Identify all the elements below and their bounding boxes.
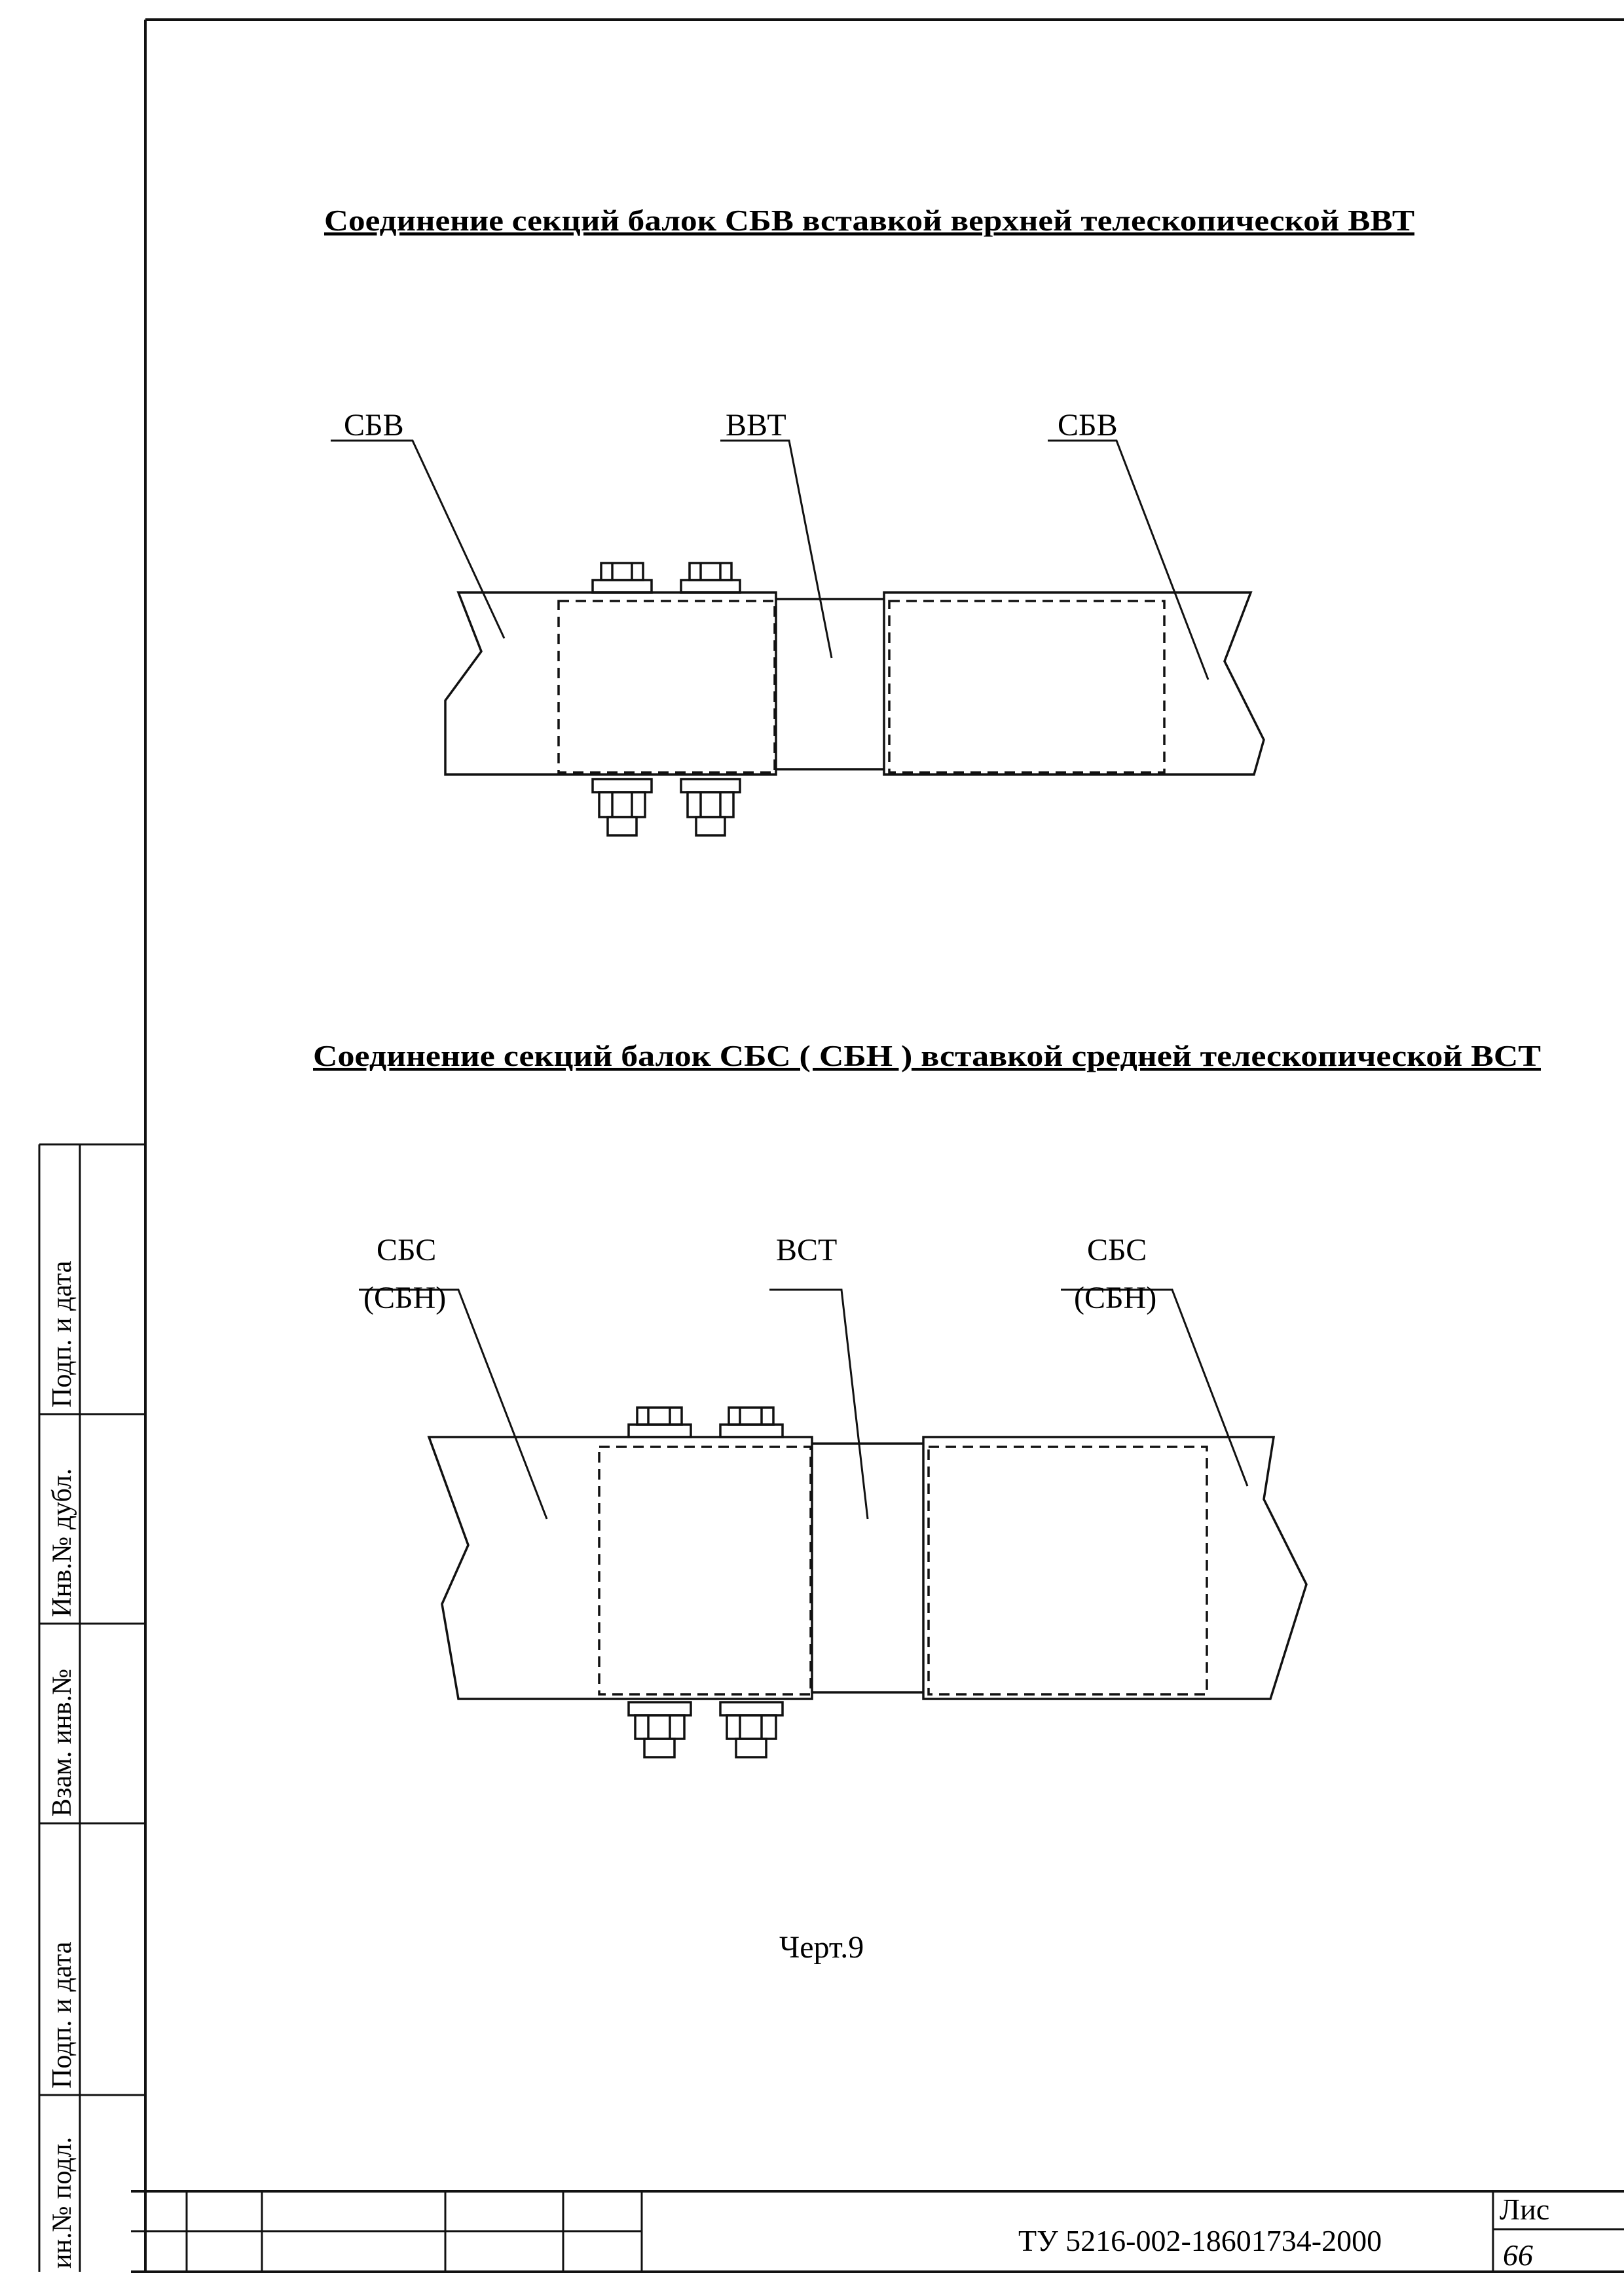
figure1-label-right: СБВ [1058,408,1118,443]
figure1-label-left: СБВ [344,408,404,443]
figure2-title: Соединение секций балок СБС ( СБН ) вста… [313,1039,1541,1072]
sheet-number: 66 [1503,2238,1533,2272]
figure1-insert-body [776,598,884,771]
figure2-label-left-2: (СБН) [363,1281,446,1315]
side-stamp-field4: Подп. и дата [47,1941,77,2088]
figure2-insert-hidden-left [598,1446,812,1696]
figure2-left-section [427,1436,813,1700]
figure1-insert-hidden-right [888,600,1166,774]
figure1-left-section [444,591,777,776]
figure1-title: Соединение секций балок СБВ вставкой вер… [324,204,1414,237]
figure2-label-right-1: СБС [1087,1233,1147,1267]
side-stamp-field1: Подп. и дата [47,1260,77,1408]
figure2-right-section [922,1436,1308,1700]
figure1-insert-hidden-left [557,600,776,774]
figure2-label-right-2: (СБН) [1074,1281,1156,1315]
figure2-bolts-top [627,1406,784,1438]
side-stamp-field3: Взам. инв.№ [47,1669,77,1817]
figure1-right-section [883,591,1265,776]
figure2-bolts-bottom [627,1701,784,1758]
figure1-bolts-bottom [591,778,741,837]
figure2-insert-body [812,1442,923,1694]
figure1-label-center: ВВТ [726,408,786,443]
sheet-frame [131,18,1624,2273]
figure2-insert-hidden-right [927,1446,1208,1696]
figure1-bolts-top [591,562,741,594]
sheet-label: Лис [1500,2193,1549,2226]
figure2-drawing [359,1288,1308,1758]
figure1-leaders [331,439,1209,680]
figure2-leaders [359,1288,1249,1520]
side-stamp-field5: ин.№ подл. [47,2137,77,2269]
title-block-grid [131,2191,1624,2272]
figure2-label-left-1: СБС [377,1233,436,1267]
side-stamp-grid [38,1143,145,2272]
document-code: ТУ 5216-002-18601734-2000 [1018,2224,1382,2257]
figure2-label-center: ВСТ [776,1233,837,1267]
side-stamp-field2: Инв.№ дубл. [47,1468,77,1617]
figure1-drawing [331,439,1265,837]
figure-caption: Черт.9 [779,1930,864,1965]
